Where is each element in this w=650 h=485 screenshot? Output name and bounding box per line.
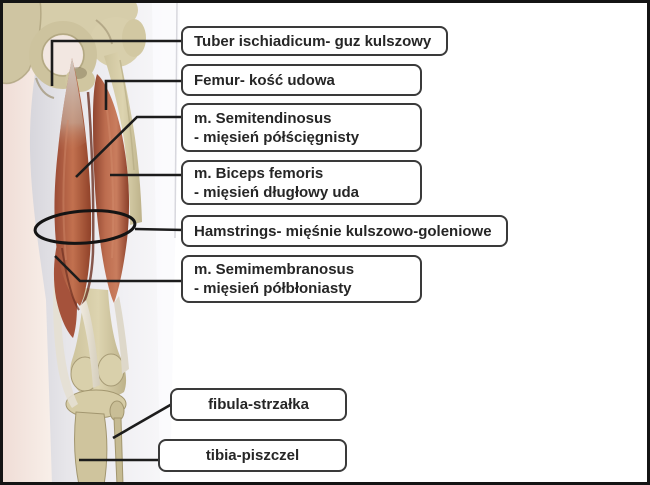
tibia-bone [74, 411, 108, 485]
biceps-femoris-muscle [93, 74, 130, 303]
label-hamstrings: Hamstrings- mięśnie kulszowo-goleniowe [181, 215, 508, 247]
leader-femur [104, 79, 184, 110]
label-text: - mięsień półbłoniasty [194, 280, 352, 297]
leader-tuber-ischiadicum [50, 39, 184, 86]
label-semimembranosus: m. Semimembranosus - mięsień półbłoniast… [181, 255, 422, 303]
label-text: tibia-piszczel [205, 447, 300, 464]
label-text: - mięsień długłowy uda [194, 183, 360, 201]
femur-bone [104, 52, 142, 225]
label-semitendinosus: m. Semitendinosus - mięsień półścięgnist… [181, 103, 422, 152]
label-tuber-ischiadicum: Tuber ischiadicum- guz kulszowy [181, 26, 448, 56]
silhouette-edge [174, 1, 178, 239]
semitendinosus-distal-tendon [80, 300, 100, 388]
label-text: m. Semitendinosus [194, 109, 332, 127]
label-fibula: fibula-strzałka [170, 388, 347, 421]
biceps-femoris-distal-tendon [114, 296, 129, 374]
label-text: Femur- kość udowa [194, 71, 335, 89]
label-text: m. Semimembranosus [194, 261, 355, 278]
label-text: fibula-strzałka [208, 396, 309, 413]
semitendinosus-proximal-tendon [58, 58, 86, 151]
hamstrings-ellipse [33, 209, 137, 245]
label-femur: Femur- kość udowa [181, 64, 422, 96]
leader-semimembranosus [54, 255, 184, 283]
leader-semitendinosus [75, 115, 184, 178]
label-text: - mięsień półścięgnisty [194, 128, 360, 146]
silhouette-right-highlight [152, 0, 180, 485]
label-tibia: tibia-piszczel [158, 439, 347, 472]
label-biceps-femoris: m. Biceps femoris - mięsień długłowy uda [181, 160, 422, 205]
label-text: Hamstrings- mięśnie kulszowo-goleniowe [194, 222, 492, 240]
label-text: Tuber ischiadicum- guz kulszowy [194, 32, 432, 50]
label-text: m. Biceps femoris [194, 164, 324, 182]
leader-hamstrings [134, 227, 185, 232]
leader-fibula [112, 402, 173, 440]
pelvis-bone [0, 0, 146, 99]
